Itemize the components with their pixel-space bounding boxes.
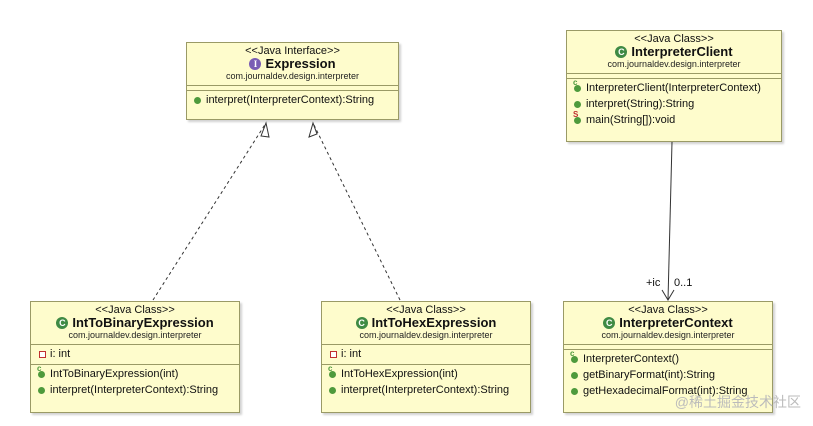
public-method-icon: [192, 92, 206, 108]
attribute-section: i: int: [322, 344, 530, 364]
stereotype-label: <<Java Interface>>: [245, 45, 340, 57]
public-method-icon: [36, 382, 50, 398]
constructor-icon: c: [36, 365, 50, 382]
operation-row[interactable]: interpret(InterpreterContext):String: [31, 382, 239, 398]
interpreter-client-box[interactable]: <<Java Class>> C InterpreterClient com.j…: [566, 30, 782, 142]
private-field-icon: [36, 346, 50, 362]
stereotype-label: <<Java Class>>: [95, 304, 175, 316]
interpreter-context-box[interactable]: <<Java Class>> C InterpreterContext com.…: [563, 301, 773, 413]
realization-arrowhead-hex: [308, 121, 318, 138]
attribute-section: [564, 344, 772, 349]
operation-row[interactable]: interpret(String):String: [567, 96, 781, 112]
attribute-label: i: int: [341, 348, 362, 360]
constructor-icon: c: [569, 350, 583, 367]
realization-arrowhead-binary: [260, 121, 270, 138]
package-name: com.journaldev.design.interpreter: [359, 330, 493, 340]
static-method-icon: S: [572, 111, 586, 128]
attribute-section: [187, 85, 398, 90]
box-header: <<Java Class>> C InterpreterContext com.…: [564, 302, 772, 344]
box-header: <<Java Class>> C IntToHexExpression com.…: [322, 302, 530, 344]
attribute-row[interactable]: i: int: [31, 346, 239, 362]
package-name: com.journaldev.design.interpreter: [601, 330, 735, 340]
class-name: IntToBinaryExpression: [72, 315, 214, 330]
attribute-section: [567, 73, 781, 78]
operation-label: getHexadecimalFormat(int):String: [583, 385, 748, 397]
association-role-label: +ic: [646, 277, 661, 289]
private-field-icon: [327, 346, 341, 362]
operation-label: InterpreterClient(InterpreterContext): [586, 82, 761, 94]
attribute-section: i: int: [31, 344, 239, 364]
interface-icon: I: [249, 58, 262, 70]
operation-label: interpret(InterpreterContext):String: [206, 94, 375, 106]
operation-label: getBinaryFormat(int):String: [583, 369, 716, 381]
operation-row[interactable]: interpret(InterpreterContext):String: [187, 92, 398, 108]
realization-line-hex: [312, 122, 401, 301]
int-to-binary-expression-box[interactable]: <<Java Class>> C IntToBinaryExpression c…: [30, 301, 240, 413]
box-header: <<Java Interface>> I Expression com.jour…: [187, 43, 398, 85]
stereotype-label: <<Java Class>>: [386, 304, 466, 316]
operation-row[interactable]: interpret(InterpreterContext):String: [322, 382, 530, 398]
class-name: IntToHexExpression: [371, 315, 497, 330]
public-method-icon: [327, 382, 341, 398]
class-name: Expression: [265, 56, 336, 71]
attribute-label: i: int: [50, 348, 71, 360]
operation-section: interpret(InterpreterContext):String: [187, 90, 398, 110]
class-icon: C: [615, 46, 628, 58]
association-multiplicity-label: 0..1: [674, 277, 693, 289]
operation-label: interpret(InterpreterContext):String: [341, 384, 510, 396]
class-name: InterpreterClient: [631, 44, 733, 59]
class-name: InterpreterContext: [619, 315, 733, 330]
package-name: com.journaldev.design.interpreter: [607, 59, 741, 69]
int-to-hex-expression-box[interactable]: <<Java Class>> C IntToHexExpression com.…: [321, 301, 531, 413]
public-method-icon: [569, 367, 583, 383]
operation-label: IntToBinaryExpression(int): [50, 368, 179, 380]
operation-label: interpret(InterpreterContext):String: [50, 384, 219, 396]
package-name: com.journaldev.design.interpreter: [226, 71, 359, 81]
operation-label: InterpreterContext(): [583, 353, 679, 365]
public-method-icon: [569, 383, 583, 399]
box-header: <<Java Class>> C InterpreterClient com.j…: [567, 31, 781, 73]
constructor-icon: c: [327, 365, 341, 382]
operation-label: interpret(String):String: [586, 98, 695, 110]
stereotype-label: <<Java Class>>: [634, 33, 714, 45]
operation-label: main(String[]):void: [586, 114, 676, 126]
package-name: com.journaldev.design.interpreter: [68, 330, 202, 340]
constructor-icon: c: [572, 79, 586, 96]
class-icon: C: [355, 317, 368, 329]
box-header: <<Java Class>> C IntToBinaryExpression c…: [31, 302, 239, 344]
operation-row[interactable]: getHexadecimalFormat(int):String: [564, 383, 772, 399]
operation-row[interactable]: getBinaryFormat(int):String: [564, 367, 772, 383]
public-method-icon: [572, 96, 586, 112]
realization-line-binary: [152, 122, 267, 301]
class-icon: C: [56, 317, 69, 329]
expression-interface-box[interactable]: <<Java Interface>> I Expression com.jour…: [186, 42, 399, 120]
association-line: [667, 141, 673, 301]
operation-label: IntToHexExpression(int): [341, 368, 458, 380]
attribute-row[interactable]: i: int: [322, 346, 530, 362]
watermark: @稀土掘金技术社区: [674, 394, 801, 410]
stereotype-label: <<Java Class>>: [628, 304, 708, 316]
class-icon: C: [603, 317, 616, 329]
association-arrowhead: [661, 289, 675, 301]
